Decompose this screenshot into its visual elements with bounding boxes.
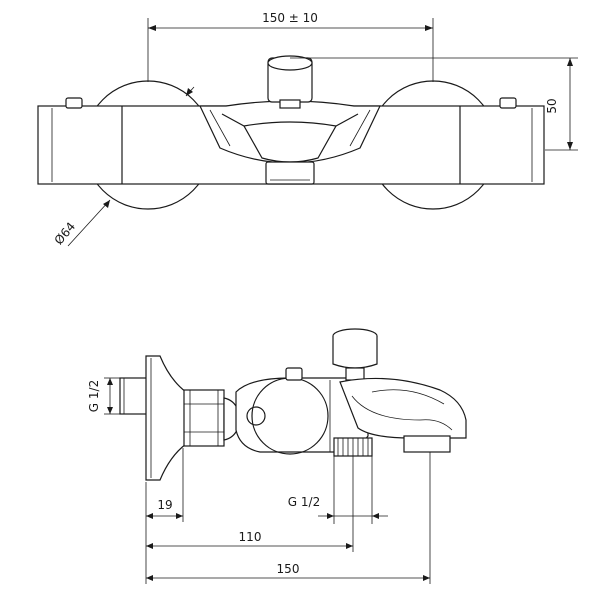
dimension-150-label: 150 <box>277 562 300 576</box>
dimension-outlet-thread: G 1/2 <box>288 456 388 524</box>
mixer-body-side <box>235 377 369 453</box>
dimension-19: 19 <box>145 448 184 584</box>
dimension-height-label: 50 <box>545 98 559 113</box>
dimension-19-label: 19 <box>157 498 172 512</box>
dimension-width-label: 150 ± 10 <box>262 11 318 25</box>
dimension-inlet-thread: G 1/2 <box>87 377 120 415</box>
outlet-thread <box>333 437 373 457</box>
right-pin <box>499 97 517 109</box>
hex-nut <box>183 389 225 447</box>
dimension-diameter-label: Ø64 <box>52 219 79 247</box>
spout-top <box>199 100 381 185</box>
dimension-height: 50 <box>290 57 578 151</box>
dimension-inlet-thread-label: G 1/2 <box>87 380 101 412</box>
dimension-150: 150 <box>146 452 431 584</box>
inlet-pipe <box>119 377 149 415</box>
dimension-width: 150 ± 10 <box>147 11 434 82</box>
diverter-knob-top <box>267 55 313 109</box>
spout-side <box>339 377 467 453</box>
dimension-110-label: 110 <box>239 530 262 544</box>
wall-flange <box>145 355 187 481</box>
dimension-outlet-thread-label: G 1/2 <box>288 495 320 509</box>
top-view: 150 ± 10 50 Ø64 <box>37 11 578 247</box>
spout-outlet <box>403 435 451 453</box>
side-view: G 1/2 G 1/2 19 110 <box>87 328 467 584</box>
side-pin <box>285 367 303 381</box>
diverter-knob-side <box>332 328 378 392</box>
left-pin <box>65 97 83 109</box>
dimension-110: 110 <box>146 456 354 552</box>
